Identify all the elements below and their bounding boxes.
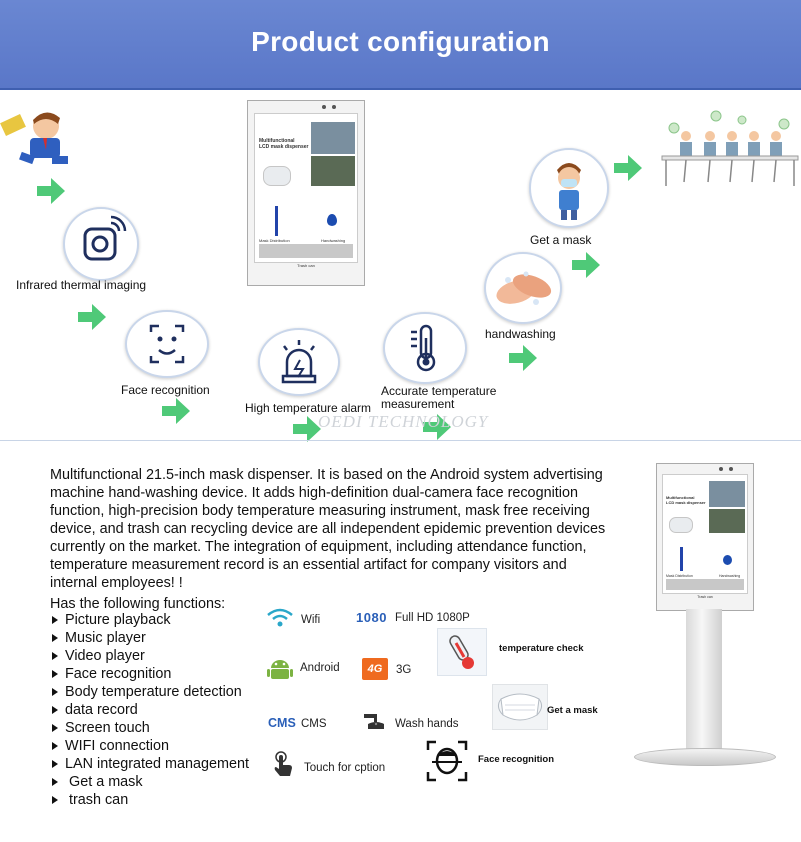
water-drop-icon — [723, 555, 732, 565]
3g-feature-label: 3G — [396, 664, 412, 676]
kiosk-label-bottom: Trash can — [297, 263, 315, 268]
kiosk-video-area — [709, 509, 745, 533]
wash-hands-icon — [364, 714, 384, 729]
kiosk-bin-door — [259, 244, 353, 258]
kiosk-slot — [275, 206, 278, 236]
accurate-step-circle — [383, 312, 467, 384]
alarm-step-label: High temperature alarm — [245, 401, 372, 415]
mask-icon — [263, 166, 291, 186]
face-recognition-feature-label: Face recognition — [478, 754, 555, 765]
masked-person-icon — [557, 163, 581, 220]
cms-feature-label: CMS — [301, 718, 327, 730]
temperature-check-image — [437, 628, 487, 676]
wifi-feature-label: Wifi — [301, 614, 321, 626]
function-list-item: data record — [50, 701, 249, 719]
flow-arrow-7 — [572, 252, 600, 278]
fullhd-badge: 1080 — [356, 610, 387, 625]
camera-dot-icon — [322, 105, 326, 109]
flow-arrow-1 — [37, 178, 65, 204]
function-list-item: Face recognition — [50, 665, 249, 683]
face-step-label: Face recognition — [121, 383, 210, 397]
flow-arrow-8 — [614, 155, 642, 181]
thermometer-icon — [449, 635, 474, 669]
handwash-step-circle — [484, 252, 562, 324]
handwash-icon — [496, 271, 552, 305]
alarm-step-circle — [258, 328, 340, 396]
mask-step-label: Get a mask — [530, 233, 592, 247]
cms-badge: CMS — [268, 716, 296, 730]
page-header: Product configuration — [0, 0, 801, 90]
flow-arrow-2 — [78, 304, 106, 330]
fullhd-feature-label: Full HD 1080P — [395, 612, 470, 624]
face-mask-icon — [497, 693, 543, 721]
touch-icon — [274, 751, 292, 776]
camera-dot-icon — [729, 467, 733, 471]
face-recognition-icon — [426, 740, 468, 782]
camera-dot-icon — [719, 467, 723, 471]
mask-image — [492, 684, 548, 730]
kiosk-label-left: Mask Distribution — [666, 574, 693, 578]
mask-icon — [669, 517, 693, 533]
touch-feature-label: Touch for cption — [304, 762, 386, 774]
camera-dot-icon — [332, 105, 336, 109]
camera-icon — [83, 215, 127, 261]
handwash-step-label: handwashing — [485, 327, 556, 341]
function-list-item: LAN integrated management — [50, 755, 249, 773]
water-drop-icon — [327, 214, 337, 226]
infrared-step-label: Infrared thermal imaging — [16, 278, 147, 292]
page-title: Product configuration — [251, 26, 550, 57]
get-mask-feature-label: Get a mask — [547, 705, 598, 716]
android-icon — [267, 660, 293, 679]
flow-arrow-3 — [162, 398, 190, 424]
alarm-light-icon — [281, 340, 317, 384]
function-list-item: trash can — [50, 791, 249, 809]
function-list-item: Body temperature detection — [50, 683, 249, 701]
functions-heading: Has the following functions: — [50, 596, 226, 612]
kiosk-bin-door — [666, 579, 744, 590]
kiosk-video-area — [311, 122, 355, 154]
kiosk-stand-pole — [686, 609, 722, 755]
function-list-item: Get a mask — [50, 773, 249, 791]
wash-feature-label: Wash hands — [395, 718, 459, 730]
kiosk-video-area — [709, 481, 745, 507]
face-step-circle — [125, 310, 209, 378]
temperature-check-label: temperature check — [499, 643, 584, 654]
running-man-illustration — [0, 112, 68, 165]
function-list-item: Music player — [50, 629, 249, 647]
function-list-item: Video player — [50, 647, 249, 665]
kiosk-label-right: Handwashing — [719, 574, 741, 578]
infrared-step-circle — [63, 207, 139, 281]
wifi-icon — [267, 608, 293, 627]
function-list-item: Screen touch — [50, 719, 249, 737]
thermometer-icon — [411, 324, 436, 372]
kiosk-label-left: Mask Distribution — [259, 238, 290, 243]
function-list-item: Picture playback — [50, 611, 249, 629]
function-list-item: WIFI connection — [50, 737, 249, 755]
kiosk-video-area — [311, 156, 355, 186]
product-description: Multifunctional 21.5-inch mask dispenser… — [50, 467, 606, 591]
flow-arrow-6 — [509, 345, 537, 371]
watermark-text: OEDI TECHNOLOGY — [318, 412, 489, 431]
kiosk-slot — [680, 547, 683, 571]
kiosk-stand-base — [634, 748, 776, 766]
flow-arrow-5 — [423, 414, 451, 440]
section-divider — [0, 440, 801, 441]
kiosk-label-bottom: Trash can — [697, 595, 713, 599]
4g-badge: 4G — [362, 658, 388, 680]
office-team-illustration — [661, 110, 799, 186]
mask-step-circle — [529, 148, 609, 228]
android-feature-label: Android — [300, 662, 340, 674]
kiosk-label-right: Handwashing — [321, 238, 346, 243]
accurate-step-label: Accurate temperature measurement — [381, 384, 497, 411]
face-scan-icon — [149, 324, 185, 364]
flow-arrow-4 — [293, 416, 321, 442]
